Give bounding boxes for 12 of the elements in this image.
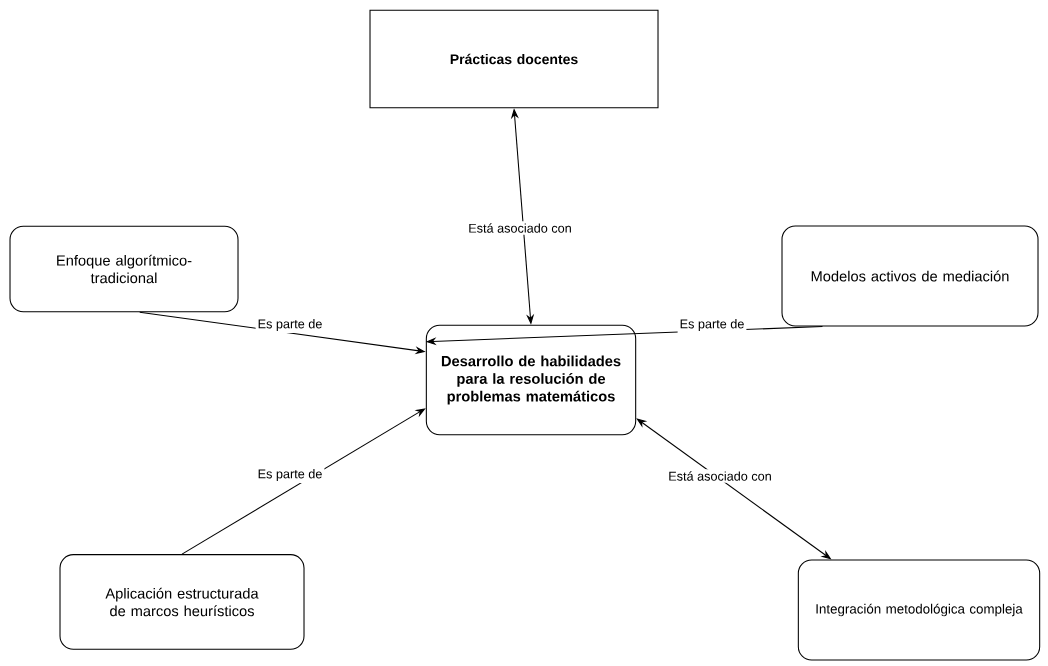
edge-label: Es parte de xyxy=(255,317,325,333)
edge-label: Es parte de xyxy=(677,317,747,333)
edge-label: Es parte de xyxy=(255,467,325,483)
concept-box: Aplicación estructurada de marcos heurísticos xyxy=(59,554,305,650)
concept-box: Desarrollo de habilidades para la resolución de problemas matemáticos xyxy=(425,324,637,436)
concept-box: Integración metodológica compleja xyxy=(797,559,1041,661)
edge-label: Está asociado con xyxy=(666,469,774,483)
concept-box: Modelos activos de mediación xyxy=(781,225,1039,327)
edge-label: Está asociado con xyxy=(466,221,574,235)
arrow xyxy=(181,408,426,555)
concept-box: Enfoque algorítmico-tradicional xyxy=(9,225,239,313)
concept-box: Prácticas docentes xyxy=(369,9,659,109)
